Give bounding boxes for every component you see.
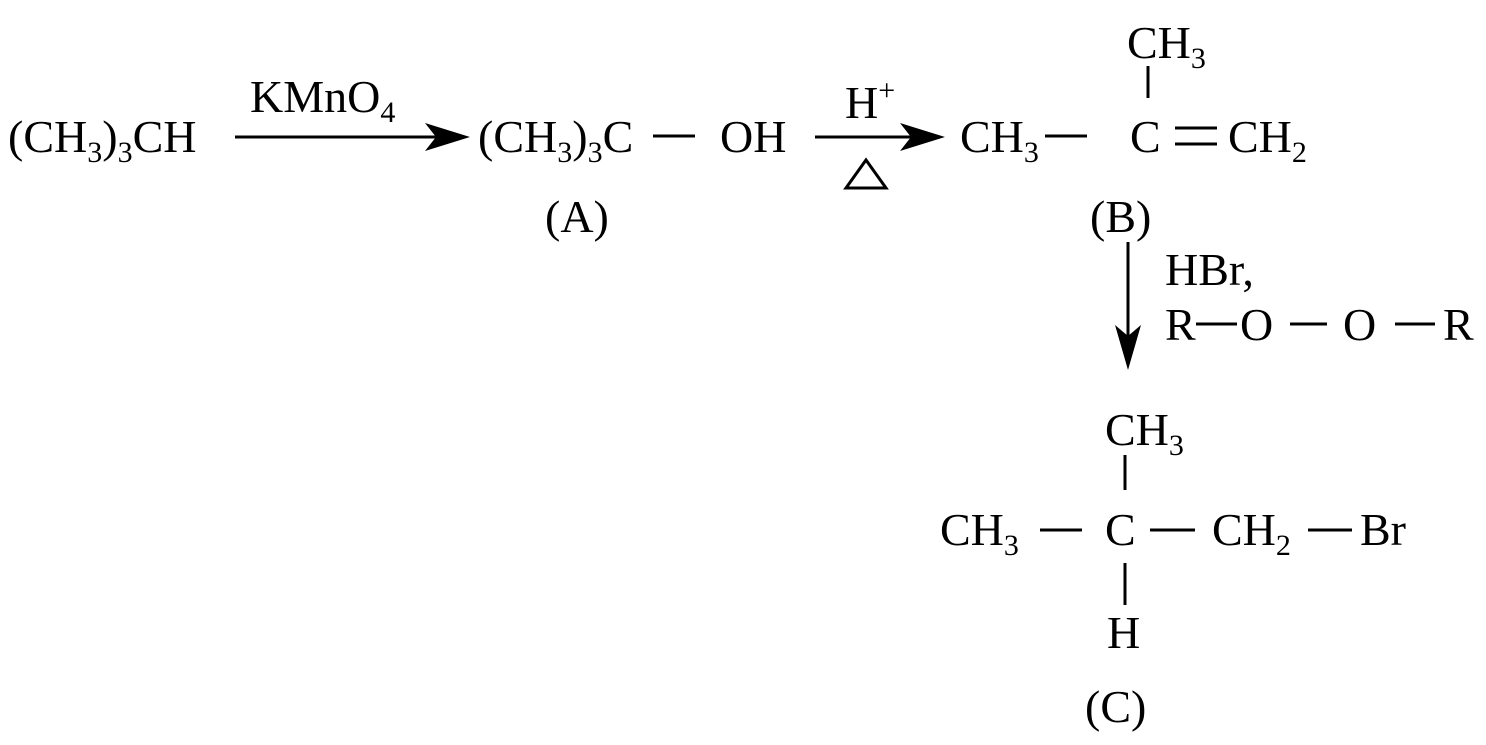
peroxide-r: R [1443, 299, 1474, 350]
product-b-top: CH3​ [1127, 17, 1206, 75]
product-c-center: C [1105, 504, 1136, 555]
peroxide-o: O [1343, 299, 1376, 350]
reaction-arrow-1 [235, 123, 470, 151]
product-c-bromine: Br [1360, 504, 1406, 555]
product-b-right: CH2​ [1228, 111, 1307, 169]
product-c-right: CH2​ [1212, 504, 1291, 562]
product-a-label: (A) [545, 191, 609, 242]
heat-triangle-icon [843, 157, 889, 190]
reagent-hbr: HBr, [1165, 244, 1254, 295]
product-c-top: CH3​ [1105, 404, 1184, 462]
reagent-acid: H+​ [845, 74, 895, 128]
product-a-hydroxyl: OH [720, 111, 786, 162]
peroxide-o: O [1240, 299, 1273, 350]
product-b-left: CH3​ [960, 111, 1039, 169]
peroxide-formula: R O O R [1165, 299, 1474, 350]
reagent-kmno4: KMnO4​ [250, 71, 395, 129]
product-c-bottom: H [1107, 607, 1140, 658]
product-b-label: (B) [1090, 191, 1151, 242]
product-c-label: (C) [1085, 681, 1146, 732]
product-b-center: C [1130, 111, 1161, 162]
reaction-arrow-3 [1115, 242, 1141, 370]
product-c-left: CH3​ [940, 504, 1019, 562]
reaction-arrow-2 [815, 123, 945, 151]
reactant-formula: (CH3​)3​CH [8, 111, 196, 169]
product-a-left: (CH3​)3​C [478, 111, 633, 169]
peroxide-r: R [1165, 299, 1196, 350]
